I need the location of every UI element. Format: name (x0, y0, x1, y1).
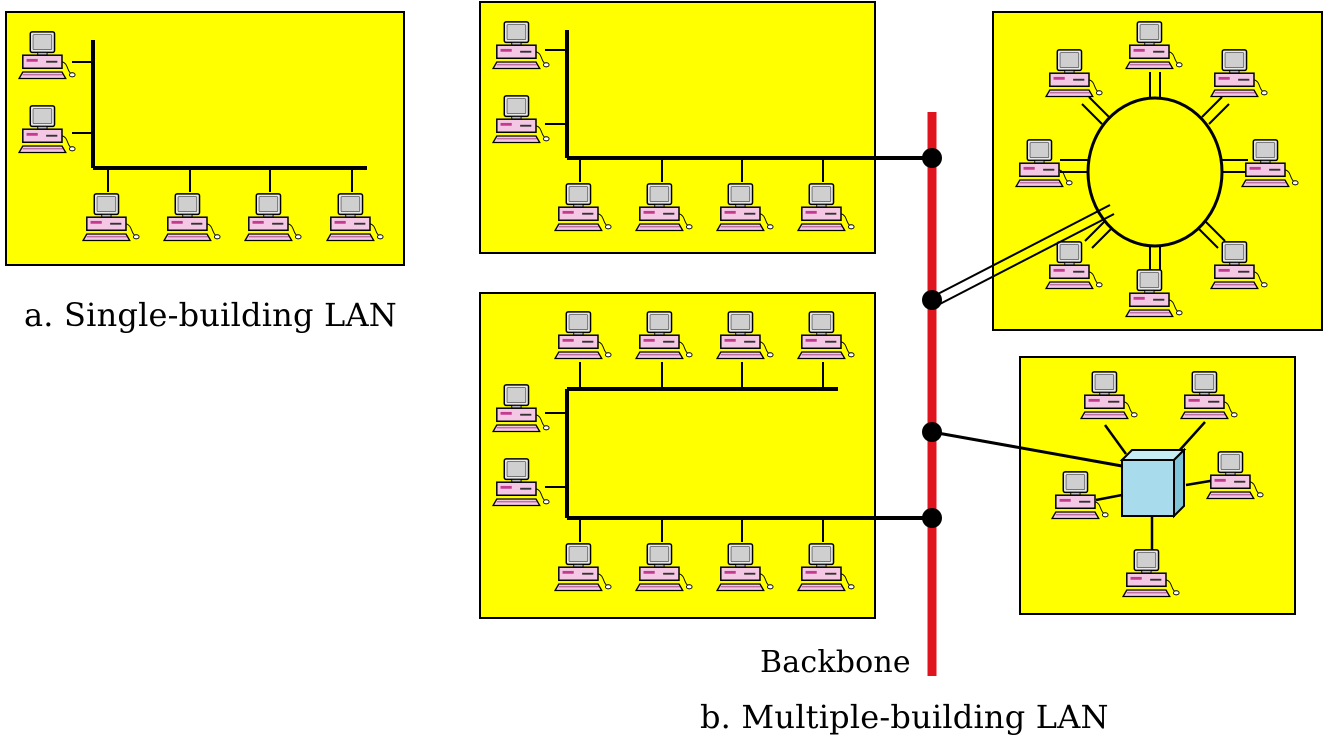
caption-multiple-building: b. Multiple-building LAN (700, 698, 1109, 736)
backbone-connector (922, 508, 942, 528)
backbone-label: Backbone (760, 645, 911, 680)
caption-single-building: a. Single-building LAN (24, 296, 397, 334)
backbone-link-ring (931, 204, 1111, 298)
backbone-connector (922, 290, 942, 310)
backbone-connector (922, 422, 942, 442)
backbone-link-ring (935, 213, 1115, 307)
backbone-connector (922, 148, 942, 168)
backbone-link-star (931, 430, 1123, 468)
hub-icon (1119, 447, 1187, 519)
